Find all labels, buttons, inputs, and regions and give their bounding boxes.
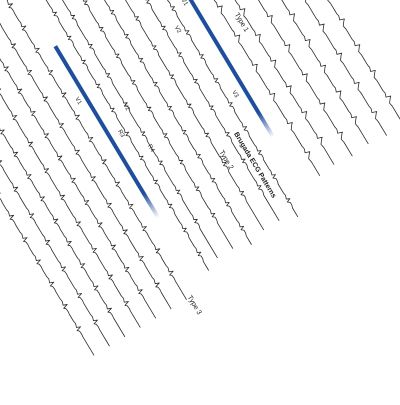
panel-label-type2: Type 2: [217, 149, 234, 171]
ecg-trace-type1-4: [175, 0, 353, 157]
ecg-trace-type2-7: [19, 0, 209, 271]
lead-label-type3-r4: R4: [146, 144, 155, 154]
ecg-trace-type1-2: [210, 0, 387, 136]
ecg-trace-type3-4: [0, 1, 141, 328]
ecg-trace-type2-1: [108, 0, 299, 218]
section-divider-type1-type2: [168, 0, 275, 138]
lead-label-type2-v3: V3: [230, 90, 239, 100]
lead-label-type3-v2: V2: [121, 103, 130, 113]
ecg-trace-type3-6: [0, 20, 110, 347]
ecg-trace-type2-3: [78, 0, 265, 231]
lead-label-type2-v2: V2: [173, 25, 182, 35]
ecg-trace-type2-6: [31, 0, 218, 259]
lead-label-type2-v1: V1: [180, 0, 189, 8]
ecg-trace-type3-5: [0, 10, 126, 338]
panel-label-type3: Type 3: [186, 294, 203, 316]
lead-label-type3-r3: R3: [116, 129, 125, 139]
ecg-trace-type1-3: [192, 0, 369, 145]
ecg-trace-type2-4: [62, 0, 252, 245]
ecg-trace-type1-5: [158, 0, 335, 165]
ecg-traces: [0, 0, 400, 356]
lead-label-type3-v1: V1: [73, 96, 82, 106]
ecg-trace-type1-6: [143, 0, 321, 176]
panel-label-type1: Type 1: [233, 12, 250, 34]
ecg-trace-type3-1: [0, 0, 187, 300]
ecg-trace-type2-2: [93, 0, 280, 222]
ecg-trace-type2-5: [47, 0, 234, 249]
ecg-trace-type1-1: [227, 0, 400, 124]
figure-title: Brugada ECG Patterns: [232, 131, 277, 199]
section-divider-type2-type3: [53, 45, 160, 219]
ecg-trace-type3-7: [0, 29, 95, 356]
lead-label-type1-v3: V3: [248, 0, 257, 1]
ecg-trace-type3-3: [0, 0, 157, 319]
ecg-trace-type3-2: [0, 0, 172, 310]
